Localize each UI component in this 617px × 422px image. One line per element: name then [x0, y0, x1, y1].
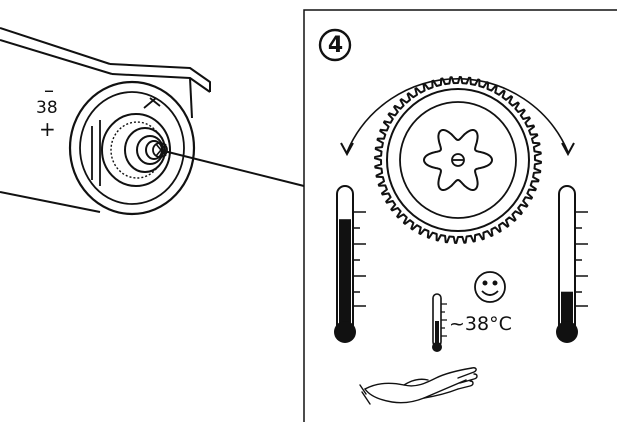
rotation-arrow-icon — [340, 78, 575, 157]
valve-body — [0, 27, 211, 213]
comfort-temperature-label: ~38°C — [449, 313, 512, 335]
thermometer-icon — [334, 185, 366, 343]
leader-line — [159, 149, 305, 187]
thermometer-right-level — [561, 291, 573, 330]
thermometer-left-level — [339, 219, 351, 330]
thermometer-small-level — [435, 321, 439, 346]
open-hand-icon — [359, 367, 478, 405]
detail-panel-frame — [303, 9, 617, 422]
scale-plus-sign: + — [39, 117, 56, 141]
scale-minus-sign: – — [44, 78, 54, 102]
gear-knob-icon — [374, 76, 542, 244]
step-number: 4 — [327, 33, 344, 58]
temperature-knob — [68, 80, 196, 216]
thermometer-icon — [556, 185, 588, 343]
thermometer-icon — [432, 293, 447, 352]
step-badge — [318, 28, 352, 62]
smiley-face-icon — [474, 271, 506, 303]
scale-temperature-mark: 38 — [36, 98, 58, 118]
